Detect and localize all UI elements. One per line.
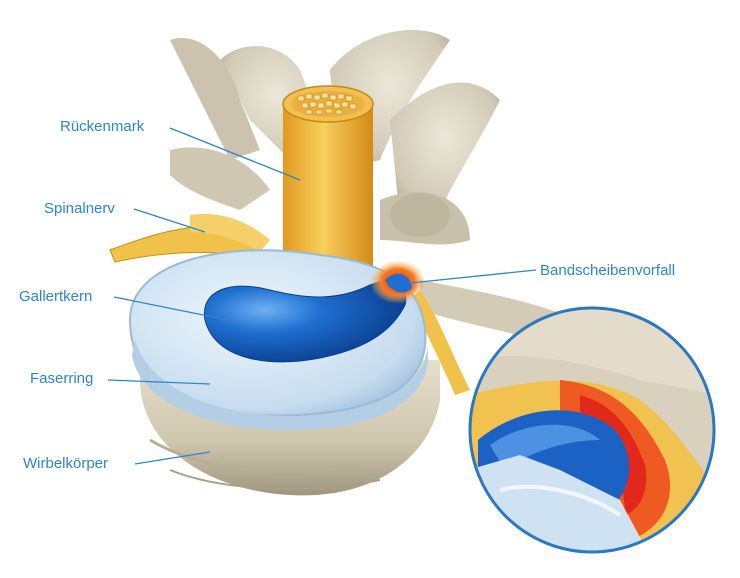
label-gallertkern: Gallertkern [19,288,93,305]
label-spinalnerv: Spinalnerv [44,200,115,217]
label-faserring: Faserring [30,370,94,387]
leader-spinalnerv [133,208,206,233]
magnified-inset [468,306,716,554]
leader-wirbelkoerper [134,451,211,465]
leader-lines [107,127,537,465]
herniation-spot [370,260,426,304]
leader-gallertkern [113,296,229,321]
label-rueckenmark: Rückenmark [60,118,145,135]
leader-bandscheibenvorfall [409,269,537,284]
leader-rueckenmark [169,127,301,181]
leader-faserring [107,379,211,385]
label-bandscheibenvorfall: Bandscheibenvorfall [540,262,676,279]
label-wirbelkoerper: Wirbelkörper [23,455,109,472]
